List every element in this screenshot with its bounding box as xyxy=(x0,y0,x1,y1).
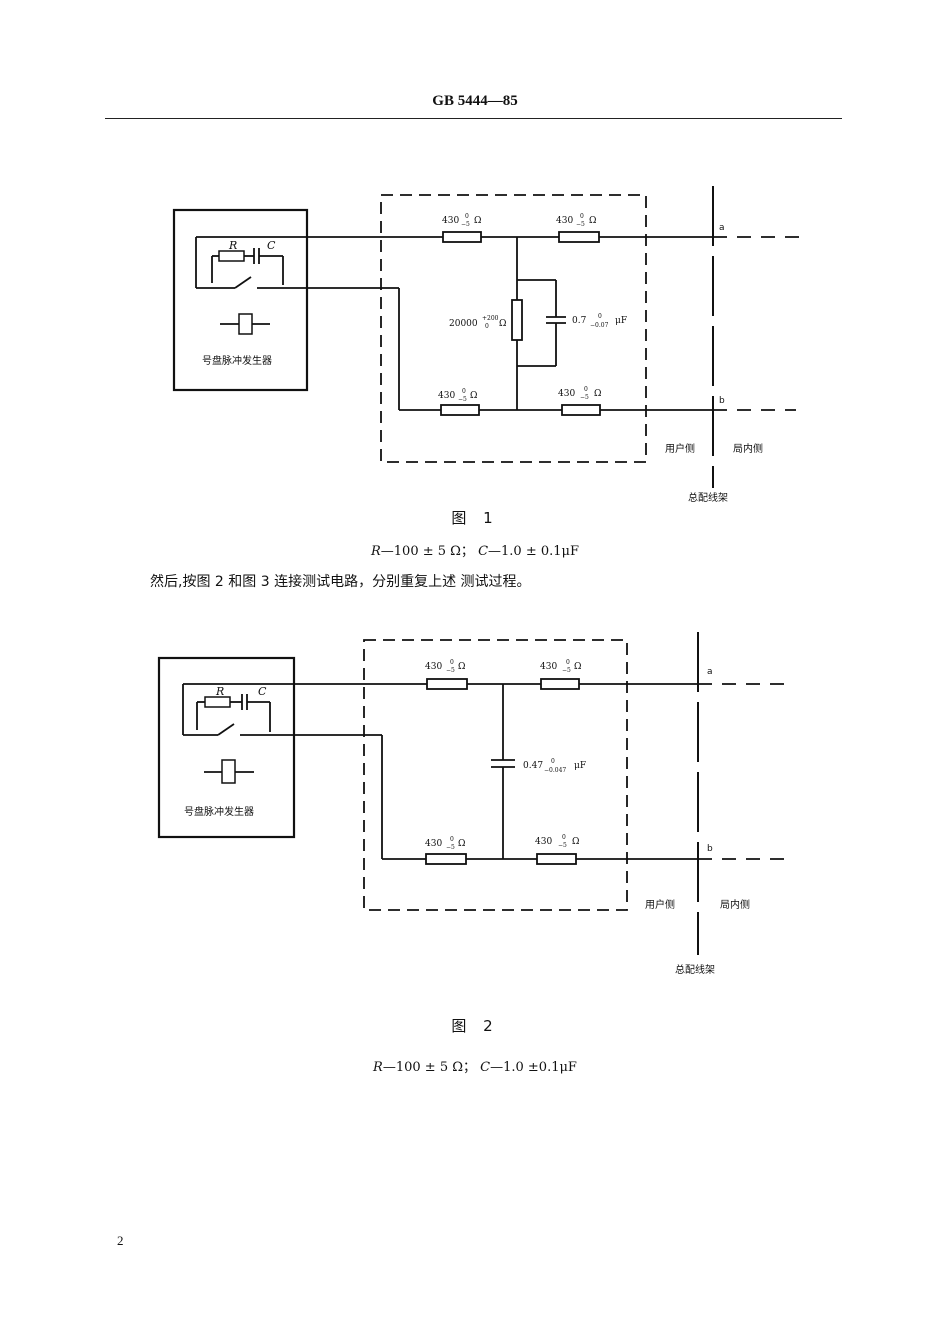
fig1-office-side: 局内侧 xyxy=(733,442,763,455)
svg-text:Ω: Ω xyxy=(594,389,601,399)
fig1-gen-r: R xyxy=(228,239,237,252)
fig2-user-side: 用户侧 xyxy=(645,898,675,911)
svg-text:−0.047: −0.047 xyxy=(544,767,566,774)
svg-text:0: 0 xyxy=(465,213,469,220)
fig1-res-center: 20000 xyxy=(449,319,478,329)
figure-1-circuit: 430 0 −5 Ω 430 0 −5 Ω 430 0 −5 Ω 430 0 −… xyxy=(172,186,800,504)
svg-text:Ω: Ω xyxy=(499,319,506,329)
svg-text:0: 0 xyxy=(562,834,566,841)
fig1-mdf: 总配线架 xyxy=(688,491,728,504)
fig1-gen-label: 号盘脉冲发生器 xyxy=(202,354,272,367)
fig2-res-bl: 430 xyxy=(425,839,442,849)
svg-text:Ω: Ω xyxy=(572,837,579,847)
fig2-gen-label: 号盘脉冲发生器 xyxy=(184,805,254,818)
fig1-cap: 0.7 xyxy=(572,316,587,326)
fig1-gen-c: C xyxy=(267,239,276,252)
svg-text:μF: μF xyxy=(574,761,586,771)
svg-text:0: 0 xyxy=(450,659,454,666)
fig2-res-br: 430 xyxy=(535,837,552,847)
svg-text:μF: μF xyxy=(615,316,627,326)
svg-text:Ω: Ω xyxy=(474,216,481,226)
svg-text:Ω: Ω xyxy=(589,216,596,226)
svg-text:0: 0 xyxy=(450,836,454,843)
svg-text:Ω: Ω xyxy=(574,662,581,672)
svg-text:0: 0 xyxy=(584,386,588,393)
fig1-line-b: b xyxy=(719,396,725,406)
fig1-line-a: a xyxy=(719,223,725,233)
svg-text:0: 0 xyxy=(580,213,584,220)
fig1-user-side: 用户侧 xyxy=(665,442,695,455)
figure-2-caption: 图 2 xyxy=(451,1017,499,1035)
fig2-res-tl: 430 xyxy=(425,662,442,672)
svg-text:0: 0 xyxy=(566,659,570,666)
svg-text:−5: −5 xyxy=(461,221,470,228)
svg-text:0: 0 xyxy=(462,388,466,395)
fig2-res-tr: 430 xyxy=(540,662,557,672)
svg-text:+200: +200 xyxy=(482,315,499,322)
generator-box xyxy=(172,208,309,392)
fig1-res-tr: 430 xyxy=(556,216,573,226)
fig2-mdf: 总配线架 xyxy=(675,963,715,976)
figure-1-caption: 图 1 xyxy=(451,509,499,527)
fig2-line-b: b xyxy=(707,844,713,854)
header-rule xyxy=(105,118,842,119)
svg-text:−5: −5 xyxy=(580,394,589,401)
svg-text:−5: −5 xyxy=(562,667,571,674)
fig1-res-tl: 430 xyxy=(442,216,459,226)
svg-text:−5: −5 xyxy=(576,221,585,228)
generator-box-2 xyxy=(157,656,296,839)
fig2-gen-r: R xyxy=(215,685,224,698)
svg-text:−5: −5 xyxy=(446,844,455,851)
svg-text:0: 0 xyxy=(485,323,489,330)
svg-text:Ω: Ω xyxy=(458,839,465,849)
network-box-2 xyxy=(363,639,628,911)
figure-2-formula: R—100 ± 5 Ω； C—1.0 ±0.1μF xyxy=(373,1060,577,1075)
svg-text:−0.07: −0.07 xyxy=(590,322,609,329)
svg-text:−5: −5 xyxy=(458,396,467,403)
svg-text:Ω: Ω xyxy=(470,391,477,401)
svg-text:Ω: Ω xyxy=(458,662,465,672)
svg-text:−5: −5 xyxy=(558,842,567,849)
header-code: GB 5444—85 xyxy=(432,93,518,109)
fig2-gen-c: C xyxy=(258,685,267,698)
figure-2-circuit: 430 0 −5 Ω 430 0 −5 Ω 430 0 −5 Ω 430 0 −… xyxy=(157,632,790,976)
page-number: 2 xyxy=(117,1233,124,1248)
figure-1-formula: R—100 ± 5 Ω； C—1.0 ± 0.1μF xyxy=(370,544,580,559)
fig2-line-a: a xyxy=(707,667,713,677)
fig2-cap: 0.47 xyxy=(523,761,543,771)
svg-text:0: 0 xyxy=(598,313,602,320)
fig1-res-br: 430 xyxy=(558,389,575,399)
fig1-res-bl: 430 xyxy=(438,391,455,401)
svg-text:−5: −5 xyxy=(446,667,455,674)
body-paragraph: 然后,按图 2 和图 3 连接测试电路，分别重复上述 测试过程。 xyxy=(150,574,531,590)
svg-text:0: 0 xyxy=(551,758,555,765)
fig2-office-side: 局内侧 xyxy=(720,898,750,911)
